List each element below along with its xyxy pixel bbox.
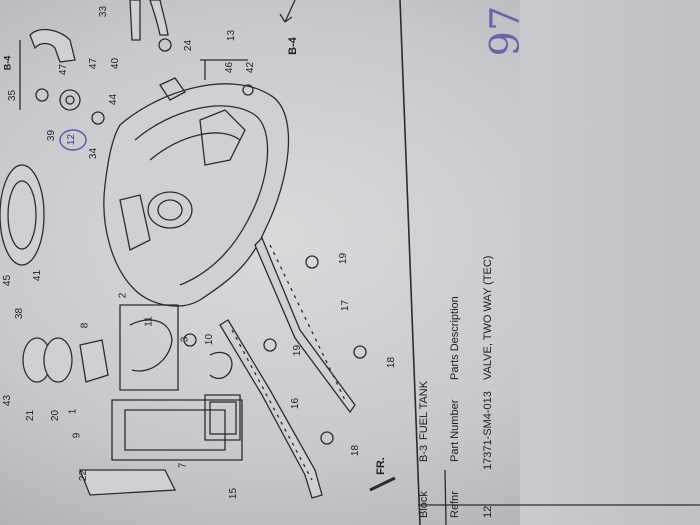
ref-marker-b4: B-4 [2, 55, 13, 71]
callout: 39 [46, 129, 58, 142]
block-code: B-3 [418, 444, 430, 462]
callout: 19 [338, 252, 350, 265]
callout: 12 [66, 133, 78, 146]
callout: 11 [143, 316, 155, 327]
callout: 44 [108, 93, 120, 106]
callout: 47 [58, 63, 70, 76]
callout: 22 [78, 469, 90, 482]
callout: 38 [14, 307, 26, 320]
row-part-number: 17371-SM4-013 [482, 391, 494, 470]
callout: 18 [350, 444, 362, 457]
callout: 3 [179, 336, 191, 343]
parts-description-header: Parts Description [449, 296, 461, 380]
callout: 13 [226, 29, 238, 42]
block-header: Block [418, 491, 430, 518]
callout: 46 [224, 61, 236, 74]
callout: 33 [98, 5, 110, 18]
callout: 10 [204, 333, 216, 346]
highlight-circle [59, 129, 87, 151]
callout: 7 [177, 462, 189, 469]
callout: 41 [32, 269, 44, 282]
ref-marker-b4: B-4 [286, 37, 299, 55]
callout: 17 [340, 299, 352, 312]
block-title: FUEL TANK [418, 380, 430, 440]
tank-straps-drawing [219, 236, 367, 499]
handwritten-note: 97 [482, 5, 529, 57]
callout: 16 [290, 397, 302, 410]
callout: 1 [67, 408, 79, 415]
callout: 43 [2, 394, 14, 407]
front-arrow-label: FR. [374, 457, 387, 475]
callout: 2 [117, 292, 129, 299]
callout: 18 [386, 356, 398, 369]
refnr-header: Refnr [449, 491, 461, 518]
callout: 47 [88, 57, 100, 70]
row-refnr: 12 [482, 505, 494, 518]
part-number-header: Part Number [449, 399, 461, 462]
callout: 45 [2, 274, 14, 287]
callout: 24 [183, 39, 195, 52]
callout: 8 [79, 322, 91, 329]
ref-arrow [284, 0, 296, 23]
callout: 19 [292, 344, 304, 357]
callout: 20 [50, 409, 62, 422]
fuel-tank-drawing [103, 77, 290, 307]
callout: 34 [88, 147, 100, 160]
callout: 15 [228, 487, 240, 500]
callout: 42 [245, 61, 257, 74]
row-description: VALVE, TWO WAY (TEC) [482, 255, 494, 380]
callout: 40 [110, 57, 122, 70]
callout: 21 [25, 409, 37, 422]
fuel-pump-parts-drawing [0, 164, 243, 496]
callout: 9 [71, 432, 83, 439]
filler-hoses-drawing [19, 0, 254, 125]
callout: 35 [7, 89, 19, 102]
sheet-margin [520, 0, 700, 525]
